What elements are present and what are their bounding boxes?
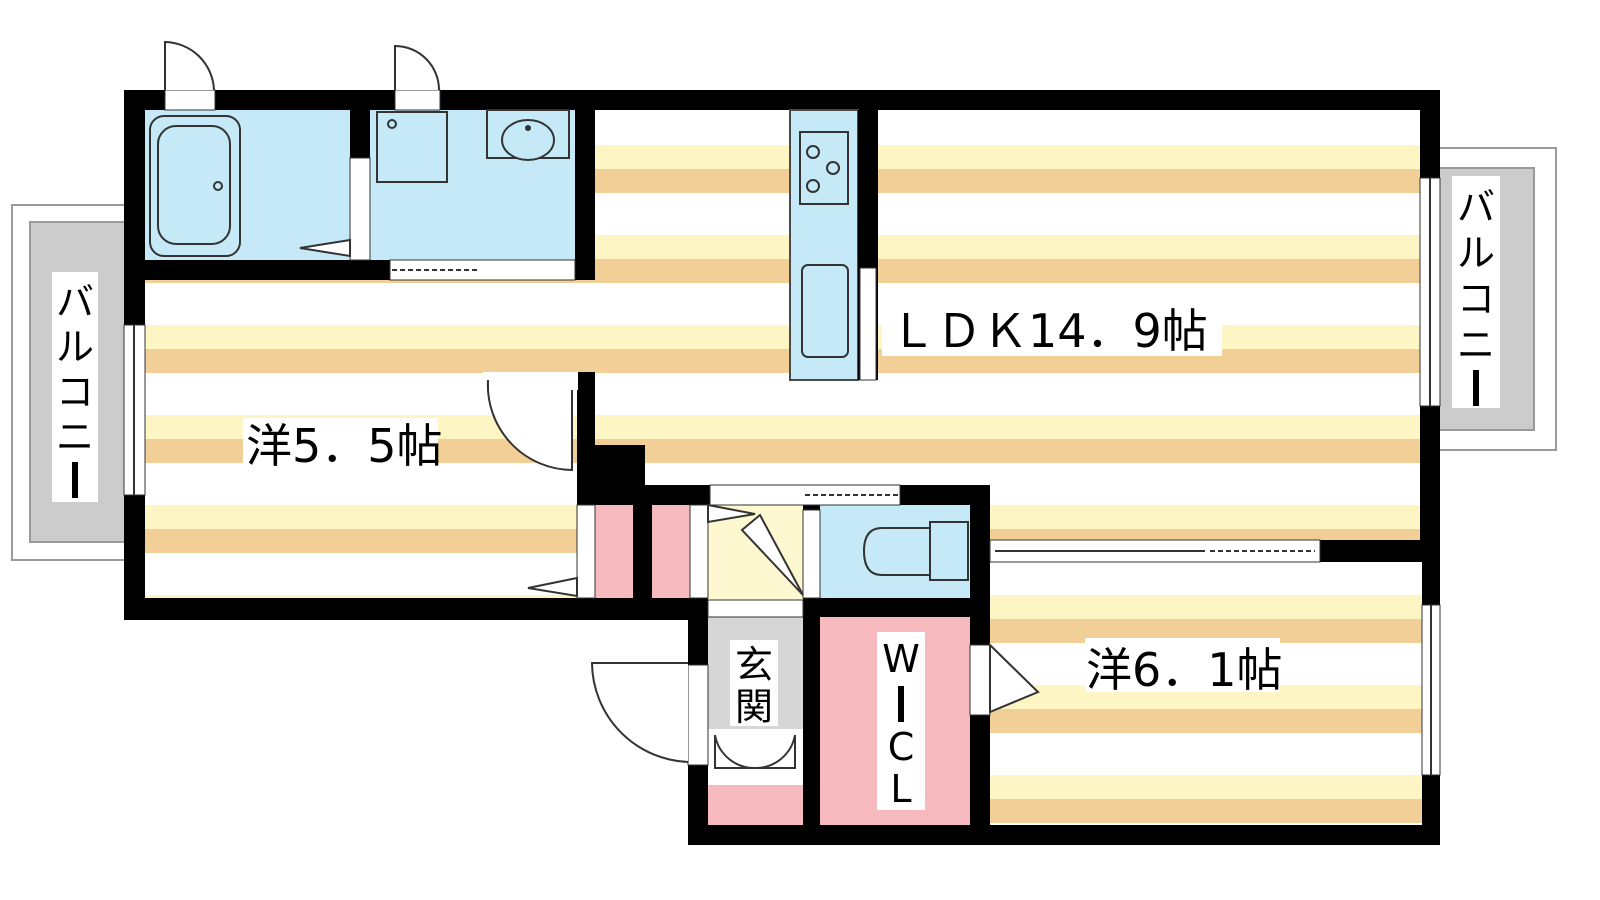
wic-door-leaf: [989, 642, 1040, 714]
hall-door-leaf: [707, 503, 756, 524]
ldk-label: ＬＤＫ14．9帖: [890, 304, 1208, 358]
wash-basin-bowl: [501, 119, 555, 161]
balcony-right-label-bg: [1452, 176, 1500, 408]
ldk-label-bg: [882, 300, 1222, 356]
balcony-left-char-4-bar: [72, 462, 78, 498]
wic-label-char-2: C: [888, 725, 915, 769]
closet-b: [652, 505, 690, 598]
closet-a: [595, 505, 633, 598]
shoe-cabinet-door-right: [754, 734, 796, 770]
bathtub: [149, 115, 241, 257]
western-a-closet-door-gap: [576, 504, 596, 599]
washroom-door-gap: [389, 259, 576, 281]
washing-machine-tap: [387, 119, 397, 129]
western-b-label-bg: [1085, 638, 1280, 692]
entrance-label-char-1: 関: [735, 685, 773, 729]
western-a-label-bg: [243, 418, 438, 470]
bathtub-drain: [213, 181, 223, 191]
balcony-right-char-3: ニ: [1457, 323, 1495, 367]
entrance-label-char-0: 玄: [735, 643, 773, 687]
western-a-closet-leaf: [527, 576, 578, 598]
balcony-right-char-1: ル: [1457, 231, 1495, 275]
entrance-step: [707, 599, 804, 618]
kitchen-counter: [789, 109, 878, 381]
stove: [799, 131, 849, 205]
toilet: [862, 521, 969, 581]
wic-label-char-1-bar: [898, 686, 904, 722]
balcony-left-char-0: バ: [56, 280, 94, 324]
western-a-door-swing: [486, 379, 573, 472]
entrance-label-bg: [730, 640, 778, 726]
front-door-swing: [590, 662, 689, 763]
balcony-right-char-0: バ: [1457, 185, 1495, 229]
shoe-cabinet-door-left: [714, 734, 756, 770]
kitchen-sink: [801, 264, 849, 358]
balcony-right-char-2: コ: [1457, 277, 1495, 321]
toilet-bowl: [862, 527, 931, 576]
bath-ext-door-gap: [164, 89, 216, 111]
wic-label-char-3: L: [890, 767, 911, 811]
balcony-left: バ ル コ ニ: [11, 204, 131, 561]
balcony-left-char-2: コ: [56, 370, 94, 414]
closet-b-door-gap: [689, 504, 709, 599]
western-b-label: 洋6．1帖: [1086, 643, 1283, 697]
wic-label-char-0: W: [882, 637, 920, 681]
balcony-right-char-4-bar: [1473, 370, 1479, 406]
bath-door-leaf: [299, 238, 351, 258]
burner-3: [806, 179, 820, 193]
balcony-right: バ ル コ ニ: [1429, 147, 1557, 451]
bath-door-gap: [349, 157, 371, 261]
western-a-label: 洋5．5帖: [246, 419, 443, 473]
toilet-door-swing: [740, 513, 804, 596]
wash-basin: [486, 109, 570, 161]
shoe-storage: [708, 785, 803, 825]
burner-1: [806, 145, 820, 159]
balcony-left-char-1: ル: [56, 325, 94, 369]
front-door-gap: [687, 664, 709, 766]
western-a-door-gap: [483, 372, 578, 390]
wash-basin-drain: [525, 125, 531, 131]
wash-ext-door-swing: [394, 44, 440, 91]
toilet-tank: [929, 521, 969, 581]
bath-ext-door-swing: [164, 40, 215, 91]
toilet-door-gap: [802, 509, 821, 599]
bathtub-inner: [157, 125, 231, 245]
counter-wall-gap: [859, 267, 877, 381]
balcony-left-char-3: ニ: [56, 415, 94, 459]
wash-ext-door-gap: [394, 89, 441, 111]
wic-door-gap: [969, 644, 991, 716]
burner-2: [826, 161, 840, 175]
western-b-floor: [990, 562, 1422, 825]
